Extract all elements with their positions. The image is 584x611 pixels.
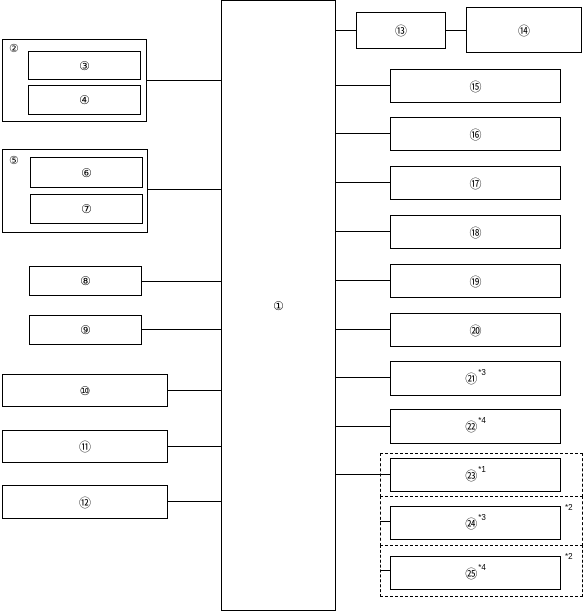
box-10: ⑩ — [2, 374, 168, 407]
box-18-label: ⑱ — [469, 225, 482, 240]
box-8: ⑧ — [29, 266, 142, 296]
box-13-label: ⑬ — [394, 24, 407, 38]
box-16: ⑯ — [390, 117, 561, 151]
box-14-label: ⑭ — [517, 23, 530, 38]
box-15: ⑮ — [390, 69, 561, 103]
group-5-label: ⑤ — [9, 155, 19, 167]
box-3: ③ — [28, 51, 141, 80]
box-6: ⑥ — [30, 157, 143, 188]
box-14: ⑭ — [466, 7, 582, 53]
box-19: ⑲ — [390, 264, 561, 298]
group-5: ⑤ ⑥ ⑦ — [2, 149, 148, 233]
box-23: ㉓*1 — [390, 458, 561, 492]
main-unit-label: ① — [273, 298, 284, 313]
box-22-note: *4 — [478, 416, 486, 425]
box-12-label: ⑫ — [78, 495, 91, 510]
box-9: ⑨ — [29, 315, 142, 345]
box-6-label: ⑥ — [81, 165, 92, 180]
box-25-note: *4 — [478, 562, 486, 572]
main-unit: ① — [221, 0, 336, 611]
box-17-label: ⑰ — [469, 176, 482, 191]
box-20: ⑳ — [390, 313, 561, 347]
box-10-label: ⑩ — [79, 383, 91, 398]
box-21: ㉑*3 — [390, 361, 561, 396]
box-9-label: ⑨ — [80, 323, 91, 337]
box-25: ㉕*4 — [390, 556, 561, 590]
group-2-label: ② — [9, 43, 19, 55]
box-7: ⑦ — [30, 194, 143, 224]
dashed-section-25 — [380, 545, 583, 597]
box-13: ⑬ — [356, 12, 446, 49]
box-17: ⑰ — [390, 166, 561, 200]
box-16-label: ⑯ — [469, 127, 482, 142]
box-11: ⑪ — [2, 430, 168, 463]
box-12: ⑫ — [2, 485, 168, 519]
box-4: ④ — [28, 85, 141, 115]
box-8-label: ⑧ — [80, 274, 91, 288]
box-22-label: ㉒ — [465, 420, 478, 434]
box-24-label: ㉔ — [465, 516, 478, 531]
box-22: ㉒*4 — [390, 409, 561, 444]
box-21-label: ㉑ — [465, 372, 478, 386]
box-18: ⑱ — [390, 215, 561, 249]
box-3-label: ③ — [79, 58, 90, 73]
group-2: ② ③ ④ — [2, 39, 147, 122]
box-19-label: ⑲ — [469, 274, 482, 289]
box-23-label: ㉓ — [465, 468, 478, 483]
box-20-label: ⑳ — [469, 323, 482, 338]
box-15-label: ⑮ — [469, 79, 482, 94]
box-25-label: ㉕ — [465, 566, 478, 581]
box-23-note: *1 — [478, 464, 486, 474]
dashed-section-25-note: *2 — [565, 552, 573, 561]
box-21-note: *3 — [478, 368, 486, 377]
box-24: ㉔*3 — [390, 506, 561, 540]
box-7-label: ⑦ — [81, 202, 92, 216]
box-24-note: *3 — [478, 512, 486, 522]
dashed-section-24-note: *2 — [565, 503, 573, 512]
box-4-label: ④ — [79, 93, 90, 107]
box-11-label: ⑪ — [78, 440, 91, 454]
